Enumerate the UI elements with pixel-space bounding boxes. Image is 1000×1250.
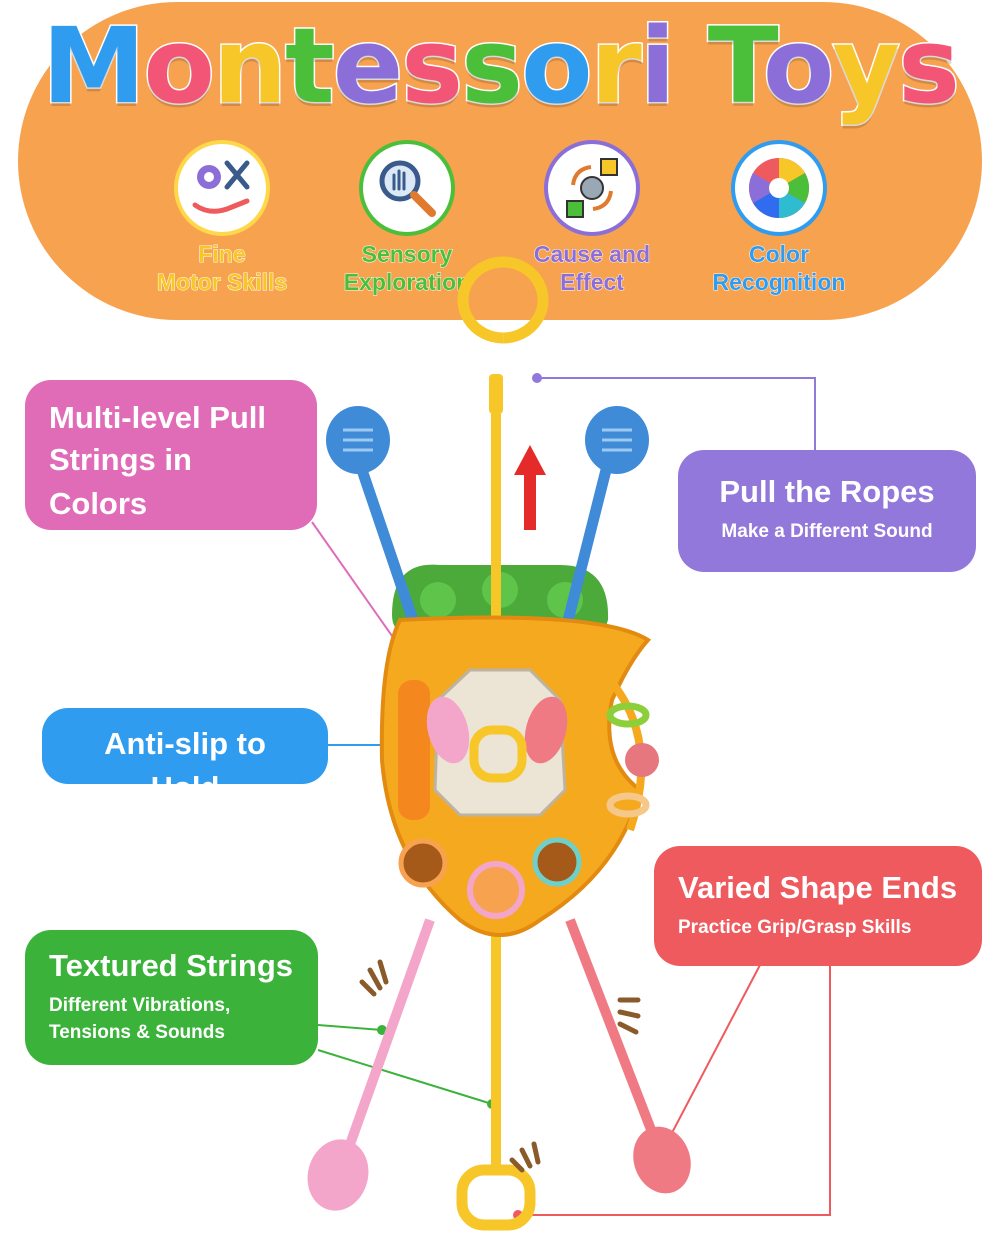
vibration-marks (359, 959, 641, 1173)
title-letter: s (460, 5, 525, 128)
callout-heading: Pull the Ropes (719, 474, 935, 509)
red-bottom-string (565, 918, 691, 1194)
title-letter: o (761, 5, 835, 128)
callout-pull-ropes: Pull the Ropes Make a Different Sound (678, 450, 976, 572)
magnifier-hand-icon (379, 160, 436, 217)
feature-sensory: Sensory Exploration (312, 140, 502, 296)
title-letter: s (400, 5, 465, 128)
callout-subtext: Tensions & Sounds (49, 1022, 225, 1043)
title-letter: n (211, 5, 288, 128)
yellow-bottom-string (456, 930, 536, 1231)
callout-heading: Strings in Colors (49, 442, 192, 521)
gears-tools-hand-icon (192, 160, 250, 214)
page-title: Montessori Toys (0, 5, 1000, 128)
feature-label-line: Exploration (343, 269, 471, 296)
feature-label-line: Recognition (712, 269, 846, 296)
feature-icon-circle (174, 140, 270, 236)
feature-icon-circle (359, 140, 455, 236)
callout-varied-shape: Varied Shape Ends Practice Grip/Grasp Sk… (654, 846, 982, 966)
title-letter: M (41, 5, 147, 128)
callout-heading: Textured Strings (49, 948, 294, 983)
color-wheel-icon (748, 158, 810, 218)
callout-subtext: Practice Grip/Grasp Skills (678, 917, 912, 938)
title-letter: o (142, 5, 216, 128)
cause-effect-icon (566, 158, 618, 218)
anti-slip-grip (398, 680, 430, 820)
title-letter: t (284, 5, 337, 128)
callout-subtext: Different Vibrations, (49, 995, 231, 1016)
feature-fine-motor: Fine Motor Skills (127, 140, 317, 296)
callout-heading: Anti-slip to Hold (104, 726, 266, 805)
callout-heading: Multi-level Pull (49, 400, 267, 435)
feature-label-line: Motor Skills (156, 269, 288, 296)
title-letter: i (638, 5, 677, 128)
title-letter: e (331, 5, 405, 128)
textured-connector-a (317, 1024, 383, 1031)
callout-multi-level: Multi-level Pull Strings in Colors Tacti… (25, 380, 317, 552)
callout-heading: Varied Shape Ends (678, 870, 958, 905)
feature-label-line: Color (748, 241, 810, 268)
pink-bottom-string (307, 918, 435, 1211)
title-letter: s (897, 5, 962, 128)
callout-anti-slip: Anti-slip to Hold (42, 708, 328, 805)
feature-label-line: Effect (560, 269, 625, 296)
feature-label-line: Fine (198, 241, 246, 268)
feature-color-recognition: Color Recognition (684, 140, 874, 296)
textured-connector-b (317, 1049, 493, 1105)
title-letter: y (831, 5, 902, 128)
feature-label-line: Sensory (361, 241, 453, 268)
feature-cause-effect: Cause and Effect (497, 140, 687, 296)
title-letter: T (706, 5, 766, 128)
callout-subtext: Tactile Stimulation (49, 531, 217, 552)
callout-subtext: Make a Different Sound (721, 521, 933, 542)
varied-shape-connector-a (662, 964, 761, 1151)
center-hub (433, 668, 567, 817)
feature-label: Fine Motor Skills (127, 240, 317, 296)
feature-label: Color Recognition (684, 240, 874, 296)
pull-ropes-connector (540, 377, 816, 450)
title-letter: o (520, 5, 594, 128)
yellow-top-pull-ring (457, 256, 549, 650)
feature-label: Cause and Effect (497, 240, 687, 296)
callout-textured: Textured Strings Different Vibrations, T… (25, 930, 318, 1065)
feature-label: Sensory Exploration (312, 240, 502, 296)
feature-icon-circle (544, 140, 640, 236)
pull-arrow-icon (514, 445, 546, 530)
title-letter: r (589, 5, 643, 128)
feature-label-line: Cause and (533, 241, 651, 268)
feature-icon-circle (731, 140, 827, 236)
varied-shape-connector-b (520, 965, 831, 1216)
